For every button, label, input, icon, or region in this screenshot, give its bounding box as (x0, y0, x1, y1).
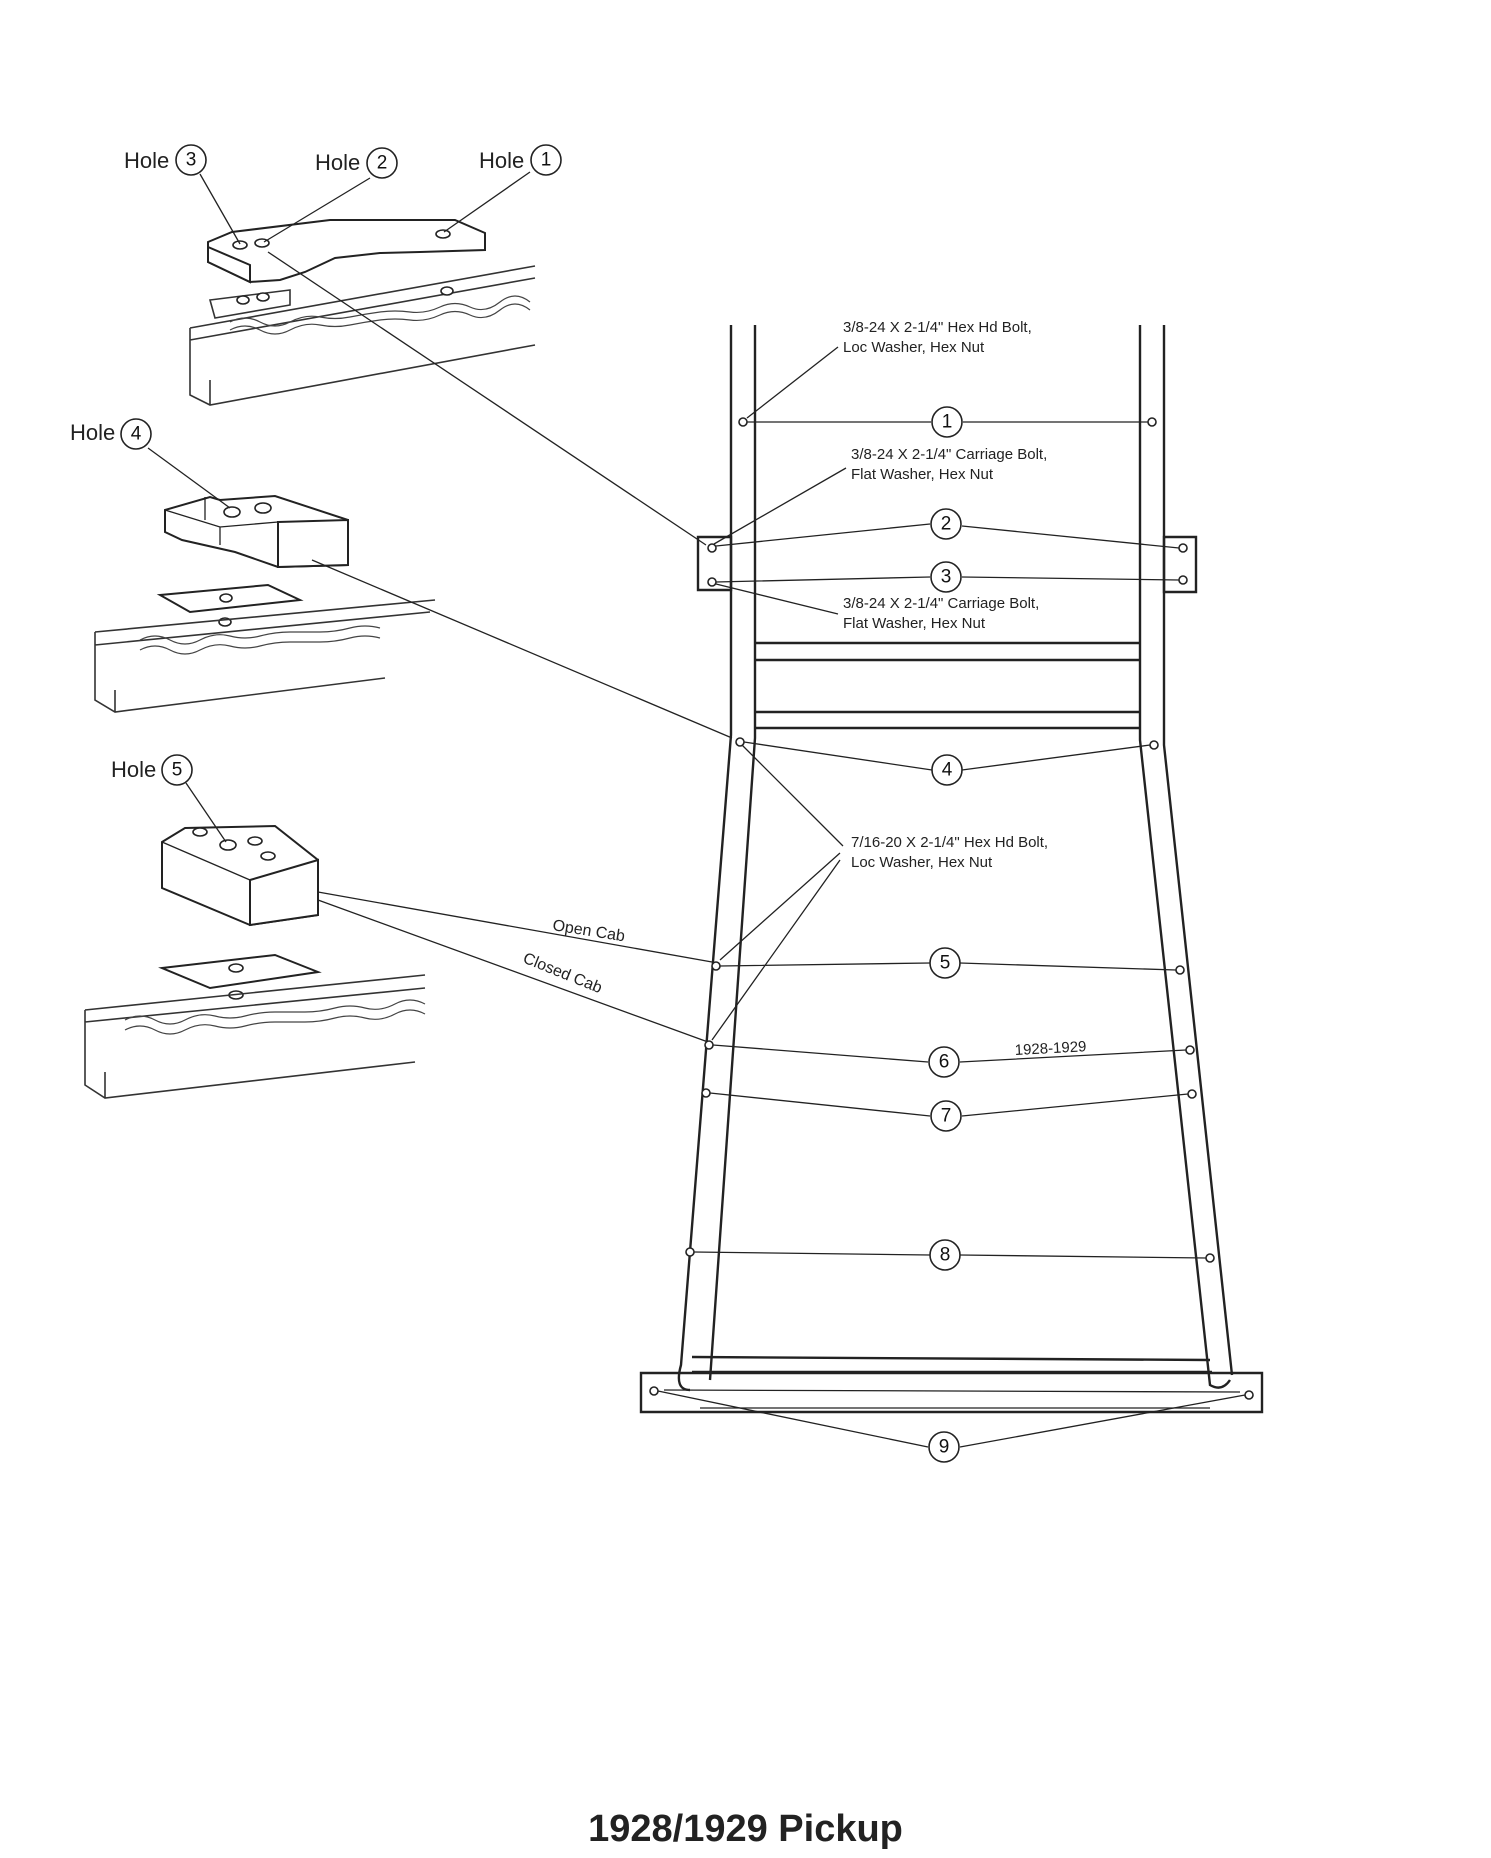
position-number-8: 8 (940, 1245, 951, 1266)
callout-2-line-1: 3/8-24 X 2-1/4" Carriage Bolt, (851, 446, 1047, 463)
position-number-1: 1 (942, 412, 953, 433)
frame-rail-section-3 (84, 953, 426, 1099)
hole-4-label: Hole (70, 420, 115, 445)
hole-1-marker (530, 144, 562, 176)
callout-4-line-1: 7/16-20 X 2-1/4" Hex Hd Bolt, (851, 834, 1048, 851)
block-part-hole-4 (164, 494, 349, 569)
bracket-part-holes-1-3 (207, 219, 486, 284)
pickup-frame (639, 325, 1264, 1414)
position-number-2: 2 (941, 514, 952, 535)
hole-3-label: Hole (124, 148, 169, 173)
hole-3-number: 3 (186, 150, 197, 171)
hole-1-number: 1 (541, 150, 552, 171)
callout-1-line-1: 3/8-24 X 2-1/4" Hex Hd Bolt, (843, 319, 1032, 336)
hole-2-number: 2 (377, 153, 388, 174)
block-part-hole-5 (161, 824, 319, 927)
hole-4-number: 4 (131, 424, 142, 445)
hole-5-label: Hole (111, 757, 156, 782)
callout-2-line-2: Flat Washer, Hex Nut (851, 466, 994, 483)
position-number-6: 6 (939, 1052, 950, 1073)
page-title: 1928/1929 Pickup (588, 1808, 903, 1850)
hole-5-marker (161, 754, 193, 786)
position-number-9: 9 (939, 1437, 950, 1458)
position-number-5: 5 (940, 953, 951, 974)
callout-3-line-1: 3/8-24 X 2-1/4" Carriage Bolt, (843, 595, 1039, 612)
open-cab-label: Open Cab (551, 917, 626, 945)
hole-1-label: Hole (479, 148, 524, 173)
hole-4-marker (120, 418, 152, 450)
frame-rail-section-1 (189, 265, 536, 406)
hole-5-number: 5 (172, 760, 183, 781)
callout-1-line-2: Loc Washer, Hex Nut (843, 339, 985, 356)
position-markers: 1 2 3 4 5 6 7 8 9 (928, 406, 963, 1463)
hole-2-marker (366, 147, 398, 179)
callout-3-line-2: Flat Washer, Hex Nut (843, 615, 986, 632)
callout-4-line-2: Loc Washer, Hex Nut (851, 854, 993, 871)
hole-3-marker (175, 144, 207, 176)
year-note: 1928-1929 (1014, 1038, 1087, 1059)
frame-rail-section-2 (94, 583, 436, 713)
hole-2-label: Hole (315, 150, 360, 175)
closed-cab-label: Closed Cab (521, 950, 605, 997)
position-number-3: 3 (941, 567, 952, 588)
position-number-4: 4 (942, 760, 953, 781)
position-number-7: 7 (941, 1106, 952, 1127)
